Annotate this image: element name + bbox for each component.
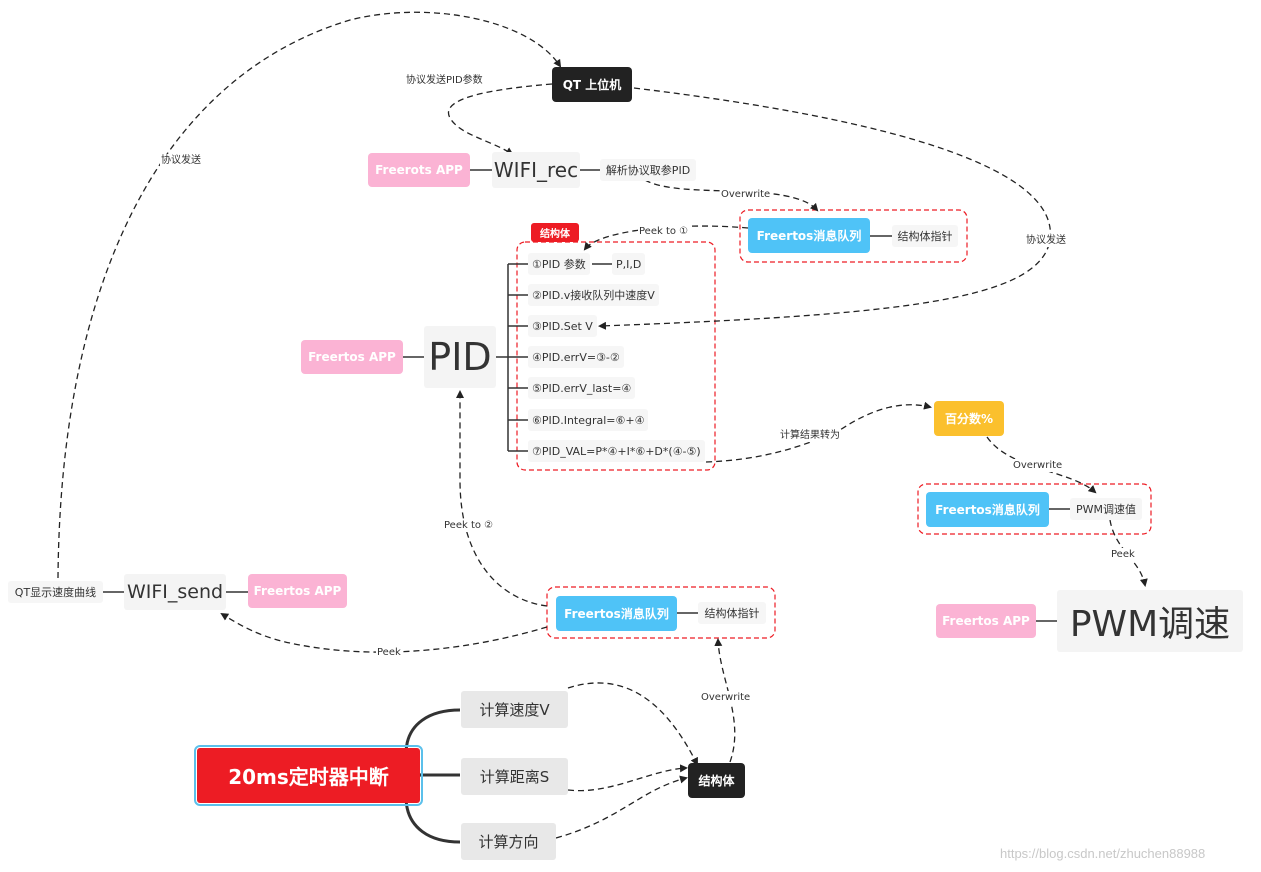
edge-label-proto-send-left: 协议发送 [160, 154, 202, 167]
pid-item-6: ⑥PID.Integral=⑥+④ [528, 409, 649, 431]
qt-host-label: QT 上位机 [562, 78, 622, 92]
calc-s-label: 计算距离S [479, 768, 550, 786]
pwm-value-node: PWM调速值 [1070, 498, 1142, 520]
edge-label-overwrite-bottom: Overwrite [700, 691, 752, 704]
pid-item-5-label: ⑤PID.errV_last=④ [532, 381, 632, 395]
pid-node: PID [424, 326, 496, 388]
parse-pid-node: 解析协议取参PID [600, 159, 696, 181]
queue-top-ptr-node: 结构体指针 [892, 225, 958, 247]
calc-v-label: 计算速度V [479, 701, 550, 719]
wifi-send-node: WIFI_send [124, 574, 226, 610]
struct-group-box [516, 241, 716, 471]
struct-tag: 结构体 [531, 223, 579, 242]
pid-item-4: ④PID.errV=③-② [528, 346, 624, 368]
qt-curve-label: QT显示速度曲线 [14, 586, 97, 599]
parse-pid-label: 解析协议取参PID [605, 164, 691, 177]
pid-label: PID [428, 335, 492, 379]
calc-v-node: 计算速度V [461, 691, 568, 728]
wifi-rec-app-label: Freerots APP [375, 163, 463, 177]
pid-item-2-label: ②PID.v接收队列中速度V [532, 289, 655, 302]
pid-item-6-label: ⑥PID.Integral=⑥+④ [532, 413, 645, 427]
pid-app-label: Freertos APP [308, 350, 396, 364]
pwm-label: PWM调速 [1069, 604, 1231, 645]
pwm-app-node: Freertos APP [936, 604, 1036, 638]
solid-connectors [103, 169, 1070, 622]
queue-bottom-ptr-label: 结构体指针 [704, 607, 760, 620]
wifi-send-app-node: Freertos APP [248, 574, 347, 608]
pid-app-node: Freertos APP [301, 340, 403, 374]
pid-item-3-label: ③PID.Set V [532, 319, 593, 333]
pid-item-5: ⑤PID.errV_last=④ [528, 377, 636, 399]
edge-label-proto-send-right: 协议发送 [1025, 234, 1067, 247]
edge-label-overwrite-pwm: Overwrite [1012, 459, 1064, 472]
queue-bottom-ptr-node: 结构体指针 [698, 602, 766, 624]
edge-label-overwrite-top: Overwrite [720, 188, 772, 201]
calc-dir-label: 计算方向 [478, 833, 539, 851]
calc-s-node: 计算距离S [461, 758, 568, 795]
pid-item-1-label: ①PID 参数 [532, 258, 586, 271]
queue-bottom-node: Freertos消息队列 [556, 596, 677, 631]
wifi-rec-node: WIFI_rec [492, 152, 580, 188]
struct-node-label: 结构体 [698, 774, 735, 788]
queue-bottom-group-box [546, 586, 776, 639]
edge-label-calc-result: 计算结果转为 [779, 429, 841, 442]
timer-label: 20ms定时器中断 [228, 765, 389, 789]
pid-item-3: ③PID.Set V [528, 315, 597, 337]
queue-top-label: Freertos消息队列 [756, 229, 862, 243]
wifi-send-label: WIFI_send [126, 581, 224, 603]
queue-bottom-label: Freertos消息队列 [564, 607, 669, 621]
queue-top-group-box [739, 209, 968, 263]
edge-label-proto-pid: 协议发送PID参数 [405, 74, 484, 87]
struct-tag-label: 结构体 [540, 229, 570, 240]
pwm-app-label: Freertos APP [942, 614, 1030, 628]
watermark: https://blog.csdn.net/zhuchen88988 [1000, 846, 1206, 861]
queue-top-node: Freertos消息队列 [748, 218, 870, 253]
pwm-node: PWM调速 [1057, 590, 1243, 652]
queue-pwm-label: Freertos消息队列 [935, 503, 1040, 517]
edge-label-peek-to-1: Peek to ① [638, 225, 690, 238]
wifi-rec-app-node: Freerots APP [368, 153, 470, 187]
pid-item-7-label: ⑦PID_VAL=P*④+I*⑥+D*(④-⑤) [532, 444, 701, 458]
pwm-value-label: PWM调速值 [1075, 503, 1136, 516]
queue-pwm-group-box [917, 483, 1152, 535]
queue-top-ptr-label: 结构体指针 [897, 230, 953, 243]
qt-host-node: QT 上位机 [552, 67, 632, 102]
pid-item-7: ⑦PID_VAL=P*④+I*⑥+D*(④-⑤) [528, 440, 705, 462]
queue-pwm-node: Freertos消息队列 [926, 492, 1049, 527]
wifi-send-app-label: Freertos APP [253, 584, 342, 598]
edge-label-peek-bottom: Peek [376, 646, 402, 659]
pid-item-4-label: ④PID.errV=③-② [532, 350, 620, 364]
pid-params-node: P,I,D [612, 253, 646, 275]
struct-node: 结构体 [688, 763, 745, 798]
edge-label-peek-pwm: Peek [1110, 548, 1136, 561]
pid-item-2: ②PID.v接收队列中速度V [528, 284, 659, 306]
timer-node: 20ms定时器中断 [194, 745, 423, 806]
percent-label: 百分数% [944, 412, 994, 426]
edge-label-peek-to-2: Peek to ② [443, 519, 495, 532]
calc-dir-node: 计算方向 [461, 823, 556, 860]
pid-item-1: ①PID 参数 [528, 253, 590, 275]
wifi-rec-label: WIFI_rec [493, 158, 579, 182]
pid-params-label: P,I,D [616, 257, 642, 271]
percent-node: 百分数% [934, 401, 1004, 436]
qt-curve-node: QT显示速度曲线 [8, 581, 103, 603]
